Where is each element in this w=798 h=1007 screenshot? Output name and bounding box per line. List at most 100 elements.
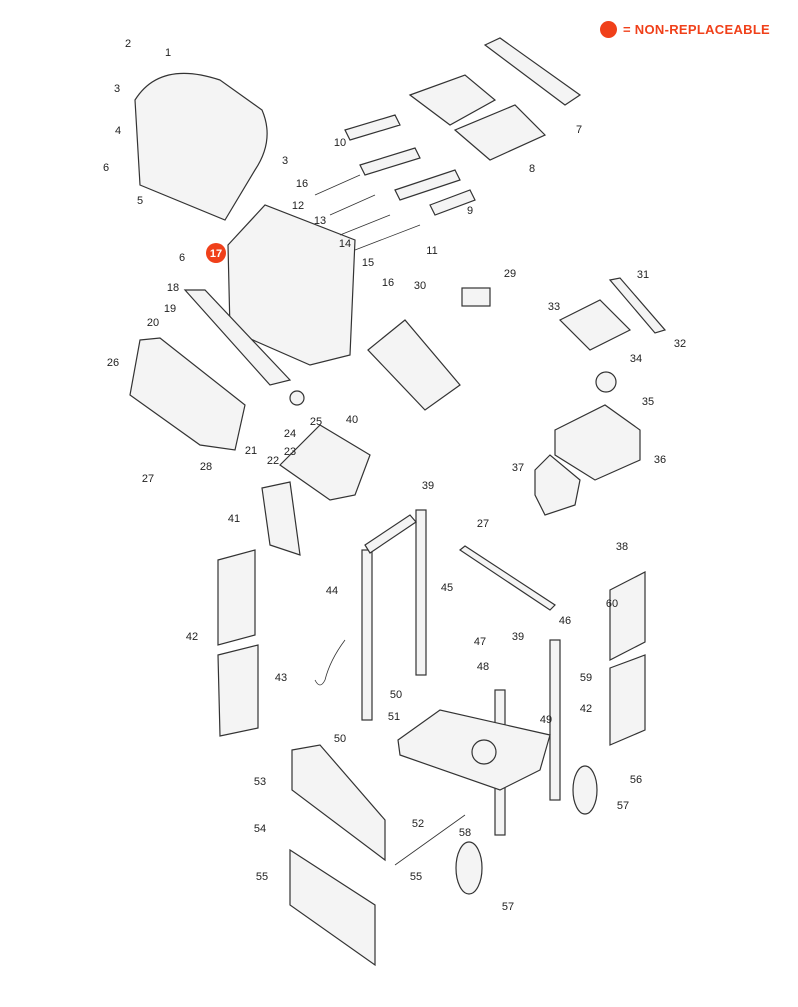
part-label-6: 6 [179, 252, 185, 264]
part-label-59: 59 [580, 672, 592, 684]
part-label-42: 42 [186, 631, 198, 643]
part-front-door [289, 848, 376, 967]
part-label-14: 14 [339, 238, 351, 250]
part-label-46: 46 [559, 615, 571, 627]
part-label-60: 60 [606, 598, 618, 610]
part-label-41: 41 [228, 513, 240, 525]
part-label-58: 58 [459, 827, 471, 839]
part-label-19: 19 [164, 303, 176, 315]
part-label-42: 42 [580, 703, 592, 715]
part-label-34: 34 [630, 353, 642, 365]
part-label-40: 40 [346, 414, 358, 426]
part-shelf-bracket [261, 481, 301, 556]
part-heat-tents [344, 114, 476, 216]
part-label-29: 29 [504, 268, 516, 280]
part-label-52: 52 [412, 818, 424, 830]
part-label-27: 27 [477, 518, 489, 530]
part-side-panel-right-1 [609, 571, 646, 661]
part-label-51: 51 [388, 711, 400, 723]
part-label-18: 18 [167, 282, 179, 294]
part-label-50: 50 [390, 689, 402, 701]
part-wheel-front [455, 841, 483, 895]
part-label-22: 22 [267, 455, 279, 467]
part-label-7: 7 [576, 124, 582, 136]
part-label-43: 43 [275, 672, 287, 684]
part-label-47: 47 [474, 636, 486, 648]
part-label-27: 27 [142, 473, 154, 485]
part-label-20: 20 [147, 317, 159, 329]
part-label-33: 33 [548, 301, 560, 313]
part-label-55: 55 [256, 871, 268, 883]
part-left-shelf [279, 424, 371, 501]
part-label-31: 31 [637, 269, 649, 281]
part-side-shelf-lid [558, 299, 632, 351]
part-label-48: 48 [477, 661, 489, 673]
part-label-24: 24 [284, 428, 296, 440]
part-label-44: 44 [326, 585, 338, 597]
part-label-16: 16 [382, 277, 394, 289]
part-label-8: 8 [529, 163, 535, 175]
part-side-burner [595, 371, 617, 393]
part-rear-panel [291, 744, 386, 862]
part-label-57: 57 [617, 800, 629, 812]
part-label-9: 9 [467, 205, 473, 217]
part-leg-right-rear [549, 639, 561, 801]
part-cross-brace [364, 514, 417, 554]
part-rear-brace [458, 545, 556, 611]
part-label-2: 2 [125, 38, 131, 50]
part-warming-rack [483, 37, 582, 106]
part-label-3: 3 [114, 83, 120, 95]
part-label-53: 53 [254, 776, 266, 788]
legend-text: = NON-REPLACEABLE [623, 22, 771, 37]
part-label-36: 36 [654, 454, 666, 466]
part-label-4: 4 [115, 125, 121, 137]
part-label-54: 54 [254, 823, 266, 835]
part-label-12: 12 [292, 200, 304, 212]
part-label-26: 26 [107, 357, 119, 369]
part-grease-cup [461, 287, 491, 307]
part-grate-1 [408, 74, 497, 126]
part-burners [314, 174, 421, 251]
part-leg-left-rear [415, 509, 427, 676]
part-manifold [183, 289, 292, 386]
part-side-panel-left-2 [217, 644, 259, 737]
part-label-15: 15 [362, 257, 374, 269]
part-label-45: 45 [441, 582, 453, 594]
part-grate-2 [453, 104, 547, 161]
part-side-panel-right-2 [609, 654, 646, 746]
part-label-23: 23 [284, 446, 296, 458]
part-label-39: 39 [422, 480, 434, 492]
non-replaceable-marker [206, 243, 226, 263]
part-axle [394, 814, 466, 866]
non-replaceable-dot-icon [600, 21, 617, 38]
part-label-55: 55 [410, 871, 422, 883]
part-label-32: 32 [674, 338, 686, 350]
part-label-13: 13 [314, 215, 326, 227]
part-label-17: 17 [210, 248, 222, 260]
part-side-burner-panel [534, 454, 581, 516]
part-hood [134, 72, 268, 221]
part-hose [314, 639, 346, 686]
part-leg-left-front [361, 549, 373, 721]
part-label-38: 38 [616, 541, 628, 553]
part-label-11: 11 [426, 245, 437, 257]
part-label-5: 5 [137, 195, 143, 207]
legend: = NON-REPLACEABLE [600, 21, 770, 38]
part-side-panel-left-1 [217, 549, 256, 646]
parts-shapes [129, 37, 667, 967]
part-label-25: 25 [310, 416, 322, 428]
part-label-50: 50 [334, 733, 346, 745]
part-label-30: 30 [414, 280, 426, 292]
part-label-49: 49 [540, 714, 552, 726]
part-control-panel [129, 337, 246, 451]
part-grease-tray [367, 319, 461, 411]
part-label-10: 10 [334, 137, 346, 149]
part-knob-icons [289, 390, 305, 406]
part-label-56: 56 [630, 774, 642, 786]
part-shelf-hole [471, 739, 497, 765]
part-label-6: 6 [103, 162, 109, 174]
part-side-burner-box [554, 404, 641, 481]
part-side-bracket [608, 277, 667, 334]
part-label-35: 35 [642, 396, 654, 408]
